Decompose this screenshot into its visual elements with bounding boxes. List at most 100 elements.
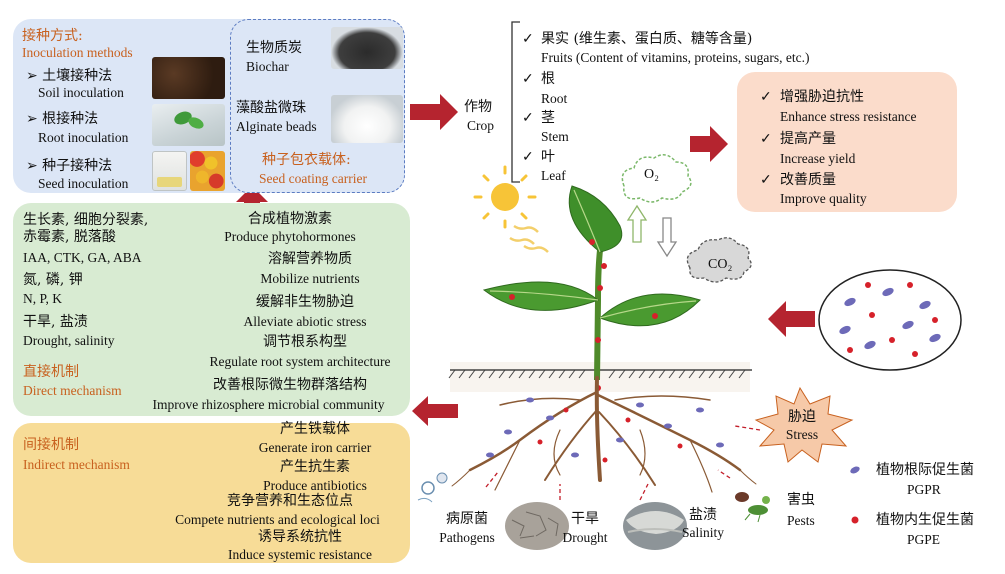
benefits-panel [737,72,957,212]
crop-check-fruits: ✓ [522,31,534,47]
bacteria-ellipse [818,269,962,371]
leaf-en: Leaf [541,168,566,183]
stress-links [485,425,761,501]
arrow-from-bacteria [768,301,815,337]
pathogens-icon [417,472,448,503]
systemic-cn: 诱导系统抗性 [258,529,342,545]
hormones-cn: 生长素, 细胞分裂素, 赤霉素, 脱落酸 [23,212,149,245]
biochar-photo [331,27,403,69]
pgpr-legend-icon [850,466,860,474]
stress-cn: 胁迫 [788,409,816,425]
seed-coating-en: Seed coating carrier [259,171,367,186]
benefit-yield-en: Increase yield [780,151,856,166]
root-inoculation-en: Root inoculation [38,130,129,145]
carrier-subpanel [230,19,405,193]
iron-carrier-cn: 产生铁载体 [280,421,350,437]
salinity-en: Salinity [681,525,724,540]
mechanism-microbial-cn: 改善根际微生物群落结构 [213,377,367,393]
mechanism-abiotic-cn: 缓解非生物胁迫 [256,294,354,310]
soil-hatching [448,369,746,379]
root-photo [152,104,225,146]
mechanism-root-architecture-cn: 调节根系构型 [263,334,347,350]
compete-cn: 竞争营养和生态位点 [227,493,353,509]
crop-check-stem: ✓ [522,110,534,126]
pests-icon [735,492,770,523]
plant-illustration [448,185,757,493]
pgpe-legend-icon [851,516,859,524]
drought-cn: 干旱 [571,511,599,527]
stress-starburst-icon [754,386,854,463]
iron-carrier-en: Generate iron carrier [258,440,372,455]
npk-en: N, P, K [23,291,63,306]
indirect-title-en: Indirect mechanism [23,457,130,472]
pgpr-legend-en: PGPR [907,482,941,497]
benefit-quality-cn: 改善质量 [780,172,836,188]
biochar-cn: 生物质炭 [246,40,302,56]
antibiotics-en: Produce antibiotics [263,478,367,493]
drought-salinity-cn: 干旱, 盐渍 [23,314,88,330]
crop-label-cn: 作物 [464,99,492,115]
direct-title-en: Direct mechanism [23,383,122,398]
salinity-cn: 盐渍 [689,507,717,523]
drought-icon [505,502,569,550]
ellipse-bacteria [839,282,941,357]
sun-icon [473,165,549,253]
benefit-check-3: ✓ [760,172,772,188]
pests-cn: 害虫 [787,492,815,508]
stem-en: Stem [541,129,569,144]
benefit-check-1: ✓ [760,89,772,105]
root-bacteria [486,397,724,458]
mechanism-abiotic-en: Alleviate abiotic stress [243,314,367,329]
fruits-en: Fruits (Content of vitamins, proteins, s… [541,50,810,65]
crop-bracket [511,21,520,183]
soil-inoculation-en: Soil inoculation [38,85,124,100]
o2-label: O₂ [644,167,659,182]
pgpe-legend-en: PGPE [907,532,941,547]
seed-inoculation-cn: ➢ 种子接种法 [26,158,113,174]
pathogens-cn: 病原菌 [446,511,488,527]
compete-en: Compete nutrients and ecological loci [175,512,380,527]
arrow-to-crop [410,94,458,130]
benefit-check-2: ✓ [760,131,772,147]
mechanism-phytohormones-cn: 合成植物激素 [248,211,332,227]
co2-label: CO₂ [708,257,733,272]
o2-cloud-icon [621,154,692,203]
biochar-en: Biochar [246,59,289,74]
alginate-photo [331,95,403,143]
mechanism-microbial-en: Improve rhizosphere microbial community [152,397,385,412]
hormones-en: IAA, CTK, GA, ABA [23,250,142,265]
seed-photo-coated [190,151,225,191]
crop-label-en: Crop [467,118,494,133]
seed-photo-beaker [152,151,187,191]
pgpe-legend-cn: 植物内生促生菌 [876,512,974,528]
crop-check-root: ✓ [522,71,534,87]
pgpr-legend-cn: 植物根际促生菌 [876,462,974,478]
direct-mechanism-panel [13,203,410,416]
crop-check-leaf: ✓ [522,149,534,165]
indirect-title-cn: 间接机制 [23,437,79,453]
inoculation-title-en: Inoculation methods [22,45,133,60]
salinity-icon [623,502,687,550]
co2-cloud-icon [686,237,752,283]
antibiotics-cn: 产生抗生素 [280,459,350,475]
alginate-cn: 藻酸盐微珠 [236,100,306,116]
fruits-cn: 果实 (维生素、蛋白质、糖等含量) [541,31,753,47]
benefit-stress-en: Enhance stress resistance [780,109,917,124]
pathogens-en: Pathogens [439,530,495,545]
root-en: Root [541,91,568,106]
inoculation-title-cn: 接种方式: [22,28,83,44]
benefit-quality-en: Improve quality [780,191,867,206]
systemic-en: Induce systemic resistance [228,547,372,562]
mechanism-root-architecture-en: Regulate root system architecture [209,354,391,369]
root-cn: 根 [541,71,555,87]
npk-cn: 氮, 磷, 钾 [23,272,83,288]
leaf-cn: 叶 [541,149,555,165]
roots [451,376,757,493]
benefit-stress-cn: 增强胁迫抗性 [780,89,864,105]
stem-cn: 茎 [541,110,555,126]
pests-en: Pests [787,513,815,528]
direct-title-cn: 直接机制 [23,364,79,380]
drought-salinity-en: Drought, salinity [23,333,115,348]
arrow-to-benefits [690,126,728,162]
